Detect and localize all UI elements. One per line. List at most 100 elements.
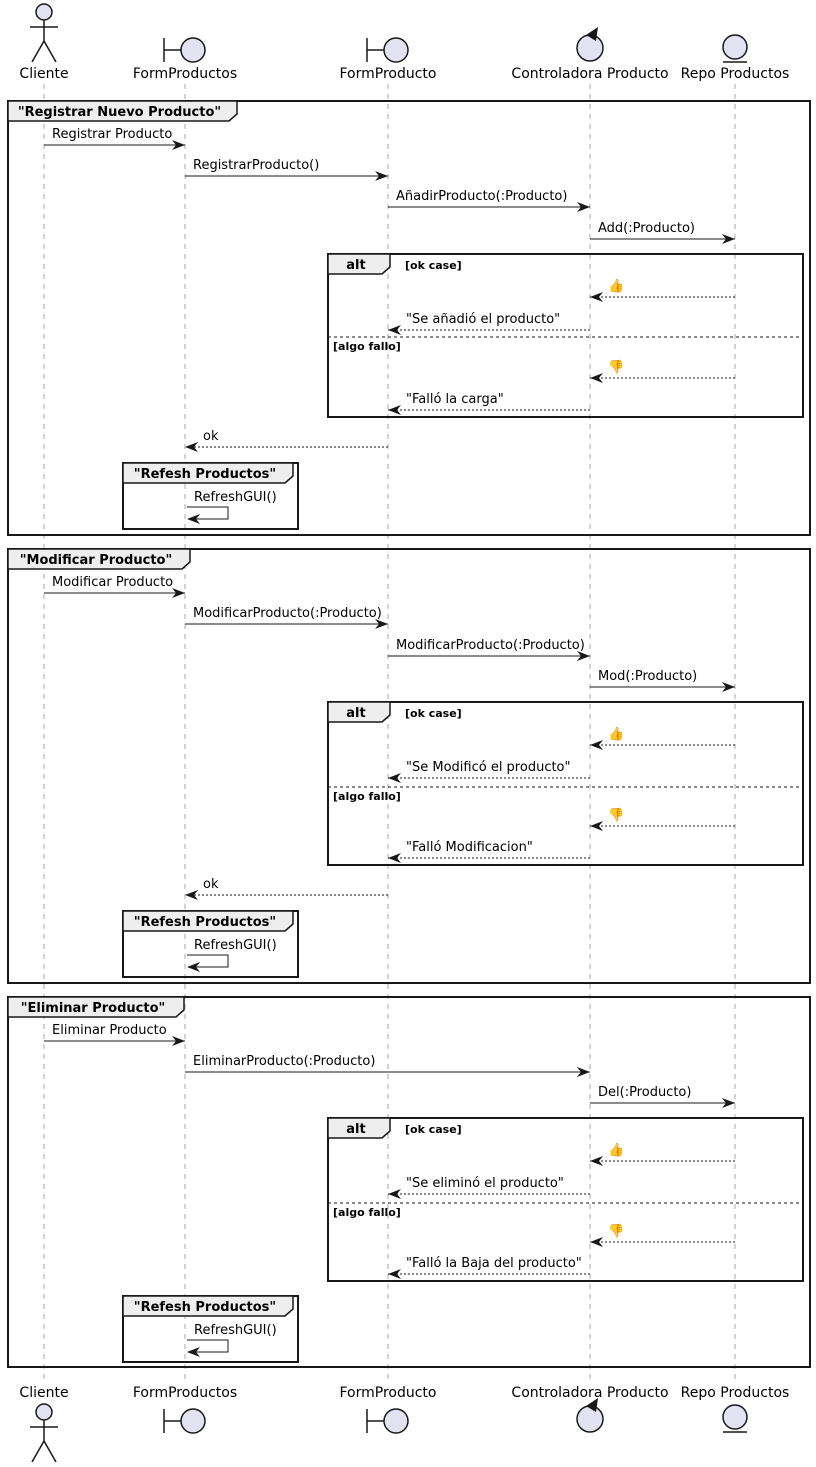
alt-fragment-0 [327, 253, 804, 418]
participant-label-repo-bottom: Repo Productos [681, 1385, 790, 1401]
boundary-icon-formproductos-bottom-bar [163, 1409, 181, 1433]
alt-0-guard-fail: [algo fallo] [333, 340, 401, 353]
message-3-label: Add(:Producto) [598, 221, 695, 236]
actor-icon-cliente-top-body [30, 20, 58, 63]
message-22-label: "Se eliminó el producto" [406, 1176, 564, 1191]
message-8-arrowhead [185, 442, 198, 452]
message-11-arrowhead [577, 651, 590, 661]
message-2-arrowhead [577, 202, 590, 212]
message-16-arrowhead [388, 853, 401, 863]
control-icon-controladora-top [576, 34, 604, 62]
frame-2-tab [7, 996, 185, 1018]
message-16-label: "Falló Modificacion" [406, 840, 533, 855]
message-20-label: Del(:Producto) [598, 1085, 691, 1100]
message-5-arrowhead [388, 325, 401, 335]
participant-label-formproducto-bottom: FormProducto [340, 1385, 437, 1401]
message-21-label: 👍 [608, 1142, 624, 1158]
participant-label-repo-top: Repo Productos [681, 66, 790, 82]
alt-0-tab [327, 253, 391, 275]
alt-2-guard-fail: [algo fallo] [333, 1206, 401, 1219]
boundary-icon-formproducto-bottom [383, 1408, 409, 1434]
message-6-arrowhead [590, 373, 603, 383]
self-message-label: RefreshGUI() [194, 1323, 277, 1338]
group-0-tab [122, 462, 294, 484]
self-message-line [187, 1339, 229, 1353]
boundary-icon-formproducto-bottom-bar [366, 1409, 384, 1433]
message-6-label: 👎 [608, 359, 624, 375]
message-1-label: RegistrarProducto() [193, 158, 319, 173]
boundary-icon-formproductos-bottom [180, 1408, 206, 1434]
frame-0 [7, 100, 811, 536]
message-14-label: "Se Modificó el producto" [406, 760, 571, 775]
message-8-label: ok [203, 429, 219, 444]
participant-label-formproducto-top: FormProducto [340, 66, 437, 82]
group-2-title: "Refesh Productos" [134, 1300, 276, 1315]
message-9-label: Modificar Producto [52, 575, 173, 590]
message-22-arrowhead [388, 1189, 401, 1199]
actor-icon-cliente-top-head [35, 3, 53, 21]
message-4-arrowhead [590, 292, 603, 302]
message-0-label: Registrar Producto [52, 127, 172, 142]
message-20-arrowhead [722, 1098, 735, 1108]
boundary-icon-formproducto-top-bar [366, 38, 384, 62]
message-13-label: 👍 [608, 726, 624, 742]
entity-icon-repo-bottom [722, 1404, 748, 1430]
control-icon-controladora-top-arrow [586, 27, 598, 41]
message-2-label: AñadirProducto(:Producto) [396, 189, 567, 204]
message-24-arrowhead [388, 1269, 401, 1279]
alt-0-guard-ok: [ok case] [405, 259, 462, 272]
alt-2-title: alt [346, 1122, 365, 1137]
group-1-title: "Refesh Productos" [134, 915, 276, 930]
alt-1-guard-fail: [algo fallo] [333, 790, 401, 803]
group-0-title: "Refesh Productos" [134, 467, 276, 482]
message-19-arrowhead [577, 1067, 590, 1077]
frame-0-title: "Registrar Nuevo Producto" [18, 105, 221, 120]
message-0-arrowhead [172, 140, 185, 150]
alt-1-title: alt [346, 706, 365, 721]
message-15-arrowhead [590, 821, 603, 831]
participant-label-formproductos-bottom: FormProductos [133, 1385, 237, 1401]
message-18-arrowhead [172, 1036, 185, 1046]
control-icon-controladora-bottom-arrow [586, 1398, 598, 1412]
self-message-arrowhead [187, 1347, 200, 1357]
message-4-label: 👍 [608, 278, 624, 294]
boundary-icon-formproducto-top [383, 37, 409, 63]
participant-label-controladora-top: Controladora Producto [511, 66, 668, 82]
frame-1 [7, 548, 811, 984]
message-15-label: 👎 [608, 807, 624, 823]
frame-1-title: "Modificar Producto" [20, 553, 173, 568]
message-5-label: "Se añadió el producto" [406, 312, 560, 327]
self-message-arrowhead [187, 514, 200, 524]
frame-0-tab [7, 100, 238, 122]
alt-fragment-2 [327, 1117, 804, 1282]
message-17-label: ok [203, 877, 219, 892]
alt-1-tab [327, 701, 391, 723]
frame-2 [7, 996, 811, 1368]
alt-2-tab [327, 1117, 391, 1139]
self-message-label: RefreshGUI() [194, 490, 277, 505]
message-24-label: "Falló la Baja del producto" [406, 1256, 582, 1271]
group-1-tab [122, 910, 294, 932]
message-7-label: "Falló la carga" [406, 392, 504, 407]
message-11-label: ModificarProducto(:Producto) [396, 638, 585, 653]
boundary-icon-formproductos-top [180, 37, 206, 63]
alt-0-title: alt [346, 258, 365, 273]
alt-fragment-1 [327, 701, 804, 866]
message-10-arrowhead [375, 619, 388, 629]
message-7-arrowhead [388, 405, 401, 415]
message-13-arrowhead [590, 740, 603, 750]
message-3-arrowhead [722, 234, 735, 244]
self-message-arrowhead [187, 962, 200, 972]
message-19-label: EliminarProducto(:Producto) [193, 1054, 375, 1069]
message-12-label: Mod(:Producto) [598, 669, 697, 684]
participant-label-cliente-top: Cliente [19, 66, 68, 82]
participant-label-cliente-bottom: Cliente [19, 1385, 68, 1401]
message-10-label: ModificarProducto(:Producto) [193, 606, 382, 621]
message-12-arrowhead [722, 682, 735, 692]
boundary-icon-formproductos-top-bar [163, 38, 181, 62]
actor-icon-cliente-bottom-body [30, 1420, 58, 1463]
message-14-arrowhead [388, 773, 401, 783]
message-23-arrowhead [590, 1237, 603, 1247]
message-18-label: Eliminar Producto [52, 1023, 167, 1038]
